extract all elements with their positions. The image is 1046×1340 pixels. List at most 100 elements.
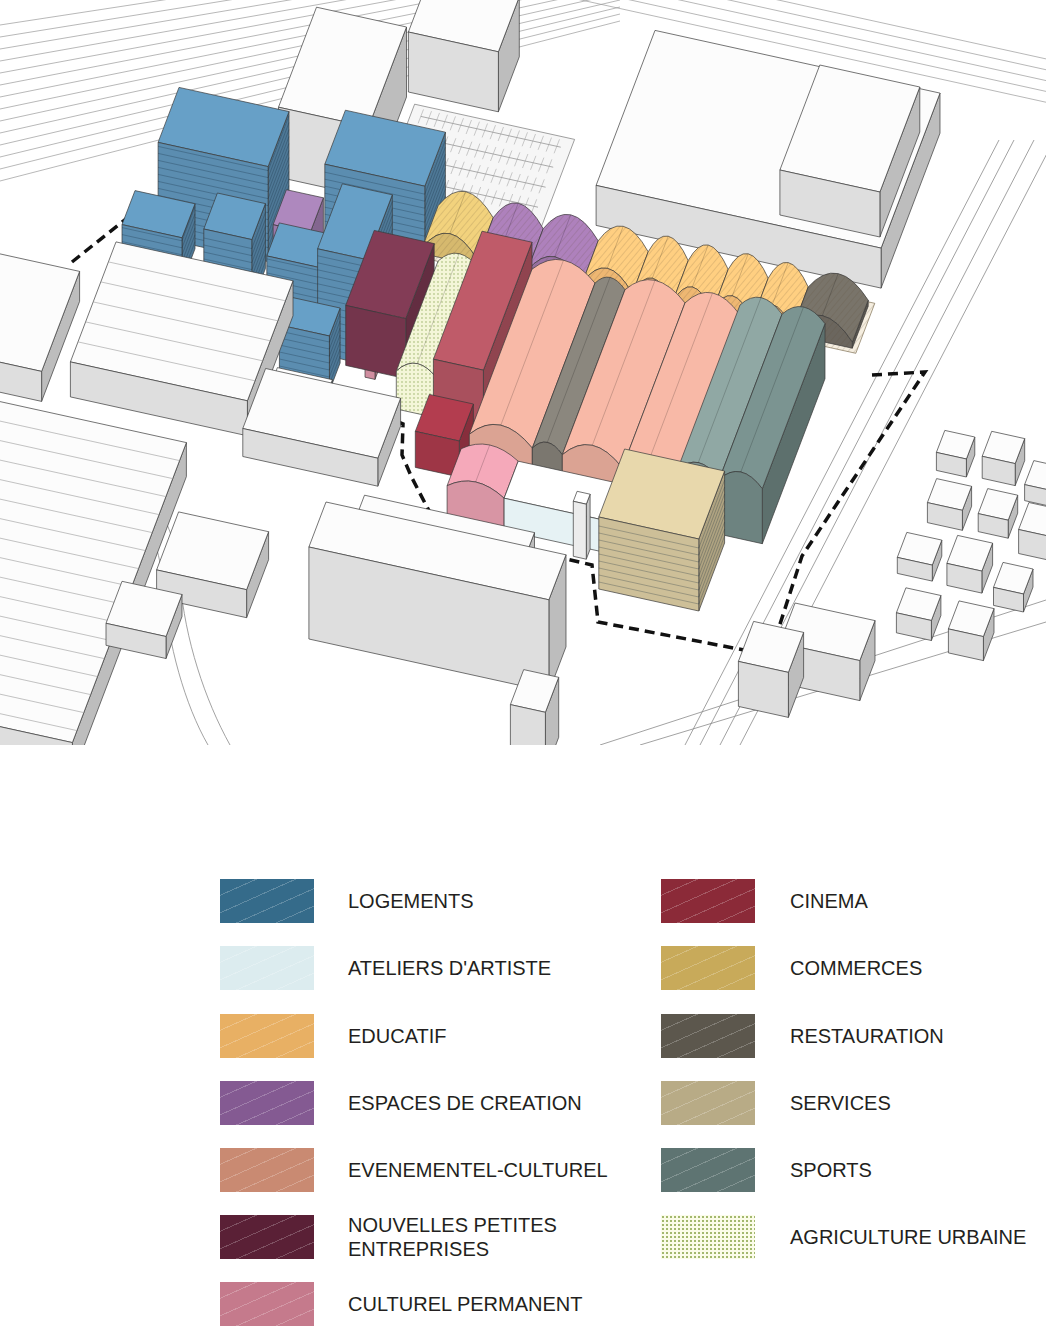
building	[510, 670, 558, 745]
roof-ridge	[772, 263, 788, 305]
parking-space	[483, 189, 488, 203]
floor-line	[699, 487, 725, 555]
building	[408, 0, 519, 112]
floor-line	[252, 213, 266, 249]
building	[1025, 461, 1046, 507]
floor-line	[252, 227, 266, 263]
legend-pattern-swatch	[661, 1215, 755, 1259]
floor-line	[252, 241, 266, 277]
roof-ridge	[732, 254, 748, 296]
roof-face	[279, 7, 407, 127]
floor-line	[329, 321, 340, 349]
floor-line	[268, 116, 289, 171]
floor-line	[699, 522, 725, 590]
roof-ridge	[0, 626, 98, 677]
floor-line	[204, 238, 252, 249]
front-face	[738, 661, 788, 717]
floor-line	[182, 221, 195, 255]
ground-lines	[0, 0, 1046, 745]
parking-space	[499, 149, 504, 163]
roof-ridge	[0, 446, 166, 497]
legend-swatch	[661, 1014, 755, 1058]
floor-line	[699, 480, 725, 548]
parking-space	[451, 160, 456, 174]
floor-line	[268, 137, 289, 192]
floor-line	[318, 256, 368, 267]
roof-ridge	[476, 445, 490, 482]
front-face	[978, 514, 1008, 539]
legend-label: ESPACES DE CREATION	[348, 1091, 582, 1115]
roof-ridge	[0, 428, 173, 479]
floor-line	[699, 494, 725, 562]
floor-line	[699, 501, 725, 569]
floor-line	[699, 529, 725, 597]
legend-swatch	[220, 879, 314, 923]
roof-ridge	[101, 282, 278, 321]
parking-space	[434, 113, 439, 127]
parking-space	[523, 154, 528, 168]
parking-space	[523, 176, 528, 190]
floor-line	[279, 345, 329, 356]
floor-line	[204, 245, 252, 256]
legend-swatch	[220, 946, 314, 990]
roof-face	[0, 241, 80, 372]
roof-ridge	[86, 322, 263, 361]
parking-space	[515, 174, 520, 188]
legend-swatch	[220, 1081, 314, 1125]
floor-line	[425, 147, 446, 201]
floor-line	[329, 328, 340, 356]
legend-label: SERVICES	[790, 1091, 891, 1115]
roof-ridge	[108, 262, 285, 301]
floor-line	[599, 582, 699, 604]
floor-line	[599, 561, 699, 583]
parking-space	[531, 199, 536, 213]
floor-line	[279, 352, 329, 363]
parking-space	[482, 124, 487, 138]
legend-label: EDUCATIF	[348, 1024, 447, 1048]
floor-line	[599, 540, 699, 562]
parking-space	[442, 115, 447, 129]
parking-space	[459, 162, 464, 176]
legend-label: NOUVELLES PETITES ENTREPRISES	[348, 1213, 588, 1261]
parking-space	[467, 164, 472, 178]
road-line	[600, 600, 1046, 745]
roof-ridge	[0, 662, 84, 713]
floor-line	[599, 554, 699, 576]
floor-line	[158, 153, 268, 177]
building	[994, 562, 1034, 612]
building	[719, 307, 825, 544]
parking-space	[539, 179, 544, 193]
roof-ridge	[93, 302, 270, 341]
parking-space	[515, 152, 520, 166]
legend-swatch	[661, 946, 755, 990]
front-face	[599, 517, 699, 611]
parking-space	[426, 111, 431, 125]
roof-ridge	[0, 572, 118, 623]
parking-space	[475, 165, 480, 179]
front-face	[994, 587, 1024, 612]
floor-line	[425, 154, 446, 208]
parking-space	[450, 116, 455, 130]
legend-label: RESTAURATION	[790, 1024, 944, 1048]
front-face	[719, 472, 762, 544]
floor-line	[329, 335, 340, 363]
roof-face	[780, 65, 920, 192]
roof-ridge	[0, 464, 159, 515]
roof-ridge	[822, 274, 838, 316]
building	[978, 489, 1018, 539]
roof-ridge	[0, 554, 125, 605]
floor-line	[699, 536, 725, 604]
legend-label: LOGEMENTS	[348, 889, 474, 913]
front-face	[982, 456, 1015, 485]
front-face	[936, 452, 966, 477]
parking-space	[491, 191, 496, 205]
front-face	[897, 557, 932, 581]
front-face	[927, 503, 962, 531]
floor-line	[182, 214, 195, 248]
roof-ridge	[0, 482, 152, 533]
legend-label: CULTUREL PERMANENT	[348, 1292, 582, 1316]
front-face	[948, 629, 983, 661]
parking-space	[475, 144, 480, 158]
floor-line	[267, 266, 320, 278]
parking-space	[451, 138, 456, 152]
